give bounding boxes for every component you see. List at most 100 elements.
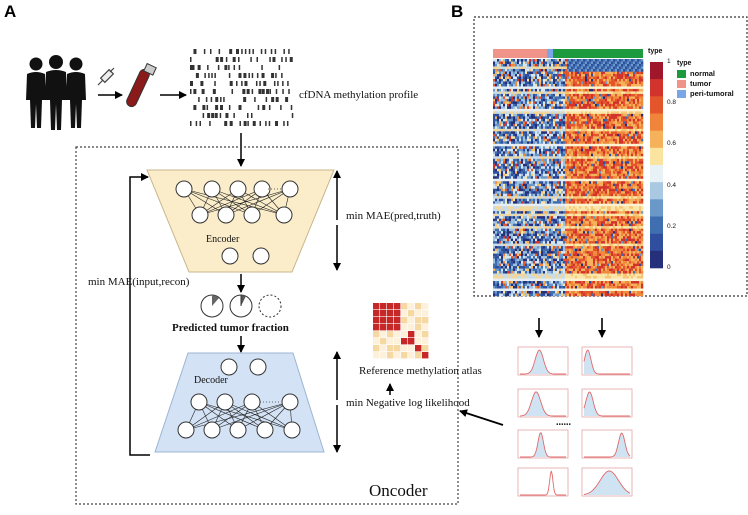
heatmap-cell xyxy=(545,88,548,92)
profile-bar xyxy=(224,65,228,70)
heatmap-cell xyxy=(507,196,510,199)
heatmap-cell xyxy=(525,186,528,189)
heatmap-cell xyxy=(579,196,582,199)
heatmap-cell xyxy=(573,141,576,145)
heatmap-cell xyxy=(587,206,590,209)
heatmap-cell xyxy=(531,63,534,67)
heatmap-cell xyxy=(623,136,626,140)
heatmap-cell xyxy=(613,88,616,92)
heatmap-cell xyxy=(495,59,498,62)
heatmap-cell xyxy=(597,196,600,199)
heatmap-cell xyxy=(591,78,594,82)
heatmap-cell xyxy=(533,98,536,102)
heatmap-cell xyxy=(605,166,608,170)
heatmap-cell xyxy=(503,121,506,125)
heatmap-cell xyxy=(533,123,536,127)
heatmap-cell xyxy=(611,156,614,160)
heatmap-cell xyxy=(581,213,584,217)
heatmap-cell xyxy=(499,131,502,135)
heatmap-cell xyxy=(531,133,534,137)
heatmap-cell xyxy=(495,176,498,179)
heatmap-cell xyxy=(497,123,500,127)
heatmap-cell xyxy=(621,191,624,194)
heatmap-cell xyxy=(541,211,544,214)
heatmap-cell xyxy=(507,133,510,137)
heatmap-cell xyxy=(495,76,498,80)
heatmap-cell xyxy=(499,178,502,182)
heatmap-cell xyxy=(555,181,558,184)
heatmap-cell xyxy=(575,106,578,110)
heatmap-cell xyxy=(513,161,516,165)
heatmap-cell xyxy=(567,188,570,192)
heatmap-cell xyxy=(551,203,554,207)
heatmap-cell xyxy=(625,176,628,179)
heatmap-cell xyxy=(641,201,644,204)
heatmap-cell xyxy=(635,71,638,75)
heatmap-cell xyxy=(565,76,568,80)
heatmap-cell xyxy=(587,121,590,125)
heatmap-cell xyxy=(623,211,626,214)
heatmap-cell xyxy=(511,203,514,207)
heatmap-cell xyxy=(553,76,556,80)
heatmap-cell xyxy=(497,196,500,199)
heatmap-cell xyxy=(499,171,502,175)
heatmap-cell xyxy=(641,171,644,175)
heatmap-cell xyxy=(505,166,508,170)
heatmap-cell xyxy=(607,148,610,152)
heatmap-cell xyxy=(631,93,634,97)
heatmap-cell xyxy=(615,181,618,184)
heatmap-cell xyxy=(599,213,602,217)
heatmap-cell xyxy=(531,166,534,170)
heatmap-cell xyxy=(521,201,524,204)
heatmap-cell xyxy=(545,86,548,90)
heatmap-cell xyxy=(511,141,514,145)
heatmap-cell xyxy=(603,98,606,102)
heatmap-cell xyxy=(633,81,636,85)
heatmap-cell xyxy=(627,188,630,192)
heatmap-cell xyxy=(585,183,588,187)
heatmap-cell xyxy=(507,151,510,155)
heatmap-cell xyxy=(591,118,594,122)
heatmap-cell xyxy=(529,121,532,125)
heatmap-cell xyxy=(631,81,634,85)
heatmap-cell xyxy=(571,188,574,192)
heatmap-cell xyxy=(627,163,630,167)
heatmap-cell xyxy=(583,211,586,214)
heatmap-cell xyxy=(587,131,590,135)
heatmap-cell xyxy=(641,106,644,110)
heatmap-cell xyxy=(623,163,626,167)
heatmap-cell xyxy=(573,101,576,105)
heatmap-cell xyxy=(525,91,528,95)
profile-bar xyxy=(285,97,289,102)
profile-bar xyxy=(258,89,262,94)
heatmap-cell xyxy=(637,183,640,187)
heatmap-cell xyxy=(565,143,568,147)
profile-bar xyxy=(271,73,275,78)
heatmap-cell xyxy=(539,211,542,214)
heatmap-cell xyxy=(525,121,528,125)
heatmap-cell xyxy=(529,73,532,77)
heatmap-cell xyxy=(595,121,598,125)
heatmap-cell xyxy=(559,128,562,132)
heatmap-cell xyxy=(605,88,608,92)
heatmap-cell xyxy=(567,113,570,117)
heatmap-cell xyxy=(551,71,554,75)
heatmap-cell xyxy=(631,106,634,110)
heatmap-cell xyxy=(501,81,504,85)
heatmap-cell xyxy=(567,198,570,202)
heatmap-cell xyxy=(511,91,514,95)
heatmap-cell xyxy=(577,208,580,212)
heatmap-cell xyxy=(521,76,524,80)
heatmap-cell xyxy=(573,78,576,82)
heatmap-cell xyxy=(535,121,538,125)
heatmap-cell xyxy=(531,106,534,110)
heatmap-cell xyxy=(605,73,608,77)
heatmap-cell xyxy=(609,153,612,157)
heatmap-cell xyxy=(583,203,586,207)
heatmap-cell xyxy=(579,201,582,204)
heatmap-cell xyxy=(513,126,516,130)
heatmap-cell xyxy=(631,161,634,165)
heatmap-cell xyxy=(551,108,554,112)
heatmap-cell xyxy=(611,141,614,145)
heatmap-cell xyxy=(575,78,578,82)
